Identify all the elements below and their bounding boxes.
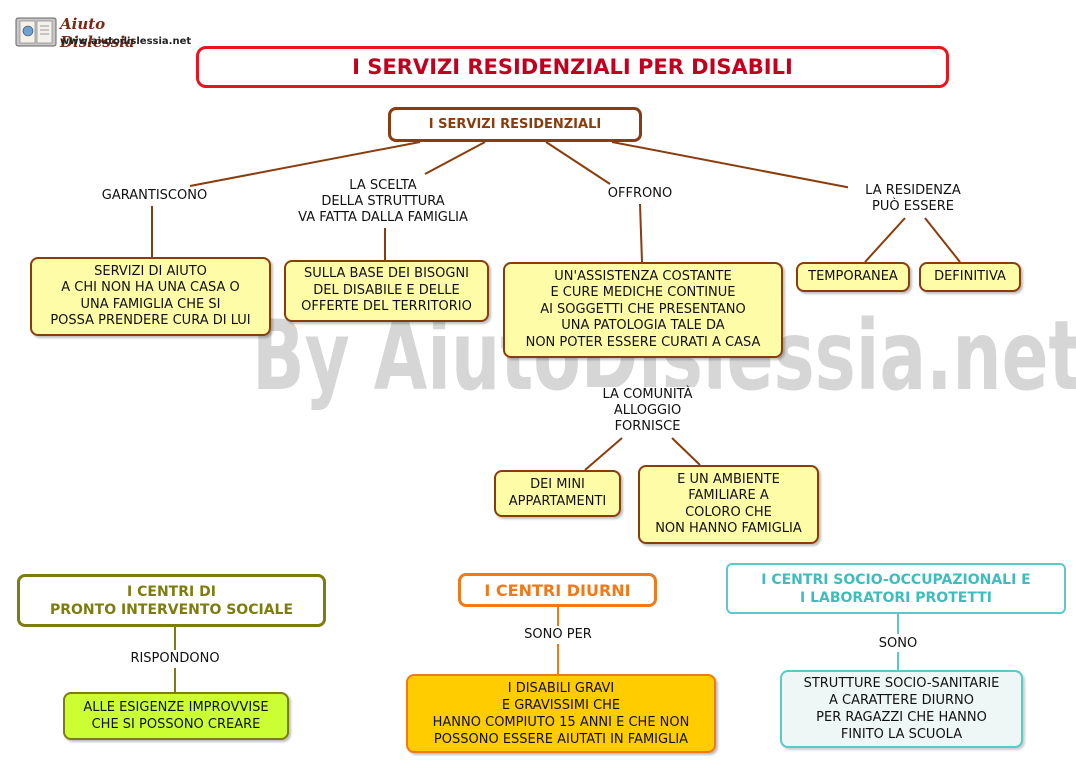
root-node-text: I SERVIZI RESIDENZIALI <box>428 117 602 132</box>
link-label-rispondono: RISPONDONO <box>118 651 232 667</box>
link-label-sono-per: SONO PER <box>508 627 608 643</box>
root-node: I SERVIZI RESIDENZIALI <box>388 107 642 142</box>
link-label-scelta: LA SCELTA DELLA STRUTTURA VA FATTA DALLA… <box>283 178 483 226</box>
node-centri-socio: I CENTRI SOCIO-OCCUPAZIONALI E I LABORAT… <box>726 563 1066 614</box>
book-globe-icon <box>15 17 57 47</box>
main-title-text: I SERVIZI RESIDENZIALI PER DISABILI <box>352 55 793 79</box>
node-pronto-intervento: I CENTRI DI PRONTO INTERVENTO SOCIALE <box>17 574 326 627</box>
box-servizi-aiuto: SERVIZI DI AIUTO A CHI NON HA UNA CASA O… <box>30 257 271 336</box>
logo-name: Aiuto Dislessia <box>60 15 135 51</box>
box-disabili-gravi: I DISABILI GRAVI E GRAVISSIMI CHE HANNO … <box>406 674 716 753</box>
link-offrono-box <box>639 203 643 263</box>
link-label-garantiscono: GARANTISCONO <box>82 188 227 204</box>
link-label-residenza: LA RESIDENZA PUÒ ESSERE <box>848 183 978 215</box>
box-mini-appartamenti: DEI MINI APPARTAMENTI <box>494 470 621 517</box>
logo[interactable]: Aiuto Dislessia www.aiutodislessia.net <box>14 14 191 51</box>
box-definitiva: DEFINITIVA <box>919 262 1021 292</box>
box-strutture: STRUTTURE SOCIO-SANITARIE A CARATTERE DI… <box>780 670 1023 748</box>
link-label-comunita: LA COMUNITÀ ALLOGGIO FORNISCE <box>585 387 710 435</box>
main-title: I SERVIZI RESIDENZIALI PER DISABILI <box>196 46 949 88</box>
link-label-sono: SONO <box>863 636 933 652</box>
box-temporanea: TEMPORANEA <box>796 262 910 292</box>
link-label-offrono: OFFRONO <box>594 186 686 202</box>
node-centri-diurni: I CENTRI DIURNI <box>458 573 657 607</box>
link-root-scelta <box>424 141 486 175</box>
link-comunita-mini <box>584 437 623 471</box>
link-residenza-definitiva <box>924 217 961 263</box>
link-root-residenza <box>611 141 863 191</box>
logo-url: www.aiutodislessia.net <box>60 36 192 47</box>
box-ambiente-familiare: E UN AMBIENTE FAMILIARE A COLORO CHE NON… <box>638 465 819 544</box>
link-comunita-ambiente <box>671 437 701 466</box>
link-residenza-temporanea <box>864 217 906 263</box>
link-root-garantiscono <box>189 141 421 187</box>
link-root-offrono <box>545 141 611 185</box>
box-esigenze: ALLE ESIGENZE IMPROVVISE CHE SI POSSONO … <box>63 692 289 740</box>
box-bisogni: SULLA BASE DEI BISOGNI DEL DISABILE E DE… <box>284 260 489 322</box>
box-assistenza: UN'ASSISTENZA COSTANTE E CURE MEDICHE CO… <box>503 262 783 358</box>
